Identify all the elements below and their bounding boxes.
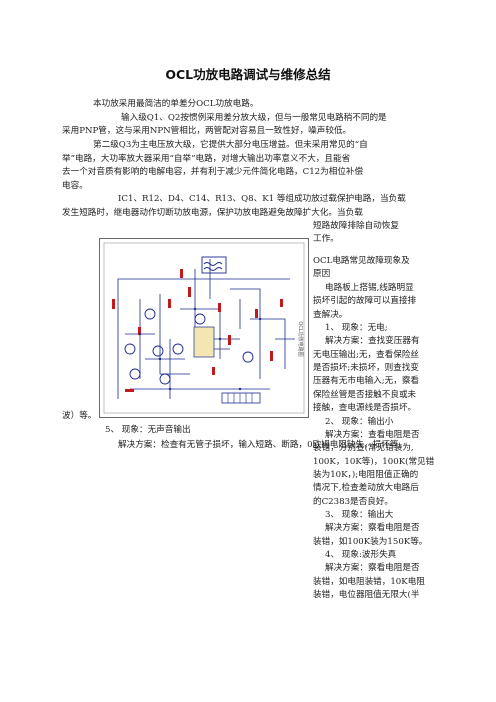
schematic-connector-pins (227, 393, 253, 403)
schematic-ic-block (193, 326, 215, 358)
fault-list-line: 装错，电位器阻值无限大(半 (313, 590, 420, 601)
para3-line1: IC1、R12、D4、C14、R13、Q8、K1 等组成功放过载保护电路，当负载 (118, 194, 406, 204)
fault-list-line: 2、 现象：输出小 (325, 416, 394, 427)
circuit-schematic: OCL功放电路图 (99, 238, 309, 418)
fault-list-line: 电路板上搭锡,线路明显 (325, 283, 414, 293)
fault-heading-line1: OCL电路常见故障现象及 (313, 256, 410, 266)
fault-list-line: 3、 现象：输出大 (325, 509, 394, 520)
schematic-parts (112, 269, 283, 392)
fault-list-line: 保险丝管是否接触不良或未 (313, 389, 417, 400)
para1-line1: 输入级Q1、Q2按惯例采用差分放大级，但与一般常见电路稍不同的是 (121, 113, 387, 123)
fault-list-line: 装为10K，);电阻阻值正确的 (313, 469, 419, 480)
para2-line4: 电容。 (62, 181, 88, 191)
schematic-transformer (201, 256, 227, 274)
bottom-line1: 波）等。 (62, 411, 97, 421)
schematic-connector (221, 392, 261, 404)
fault-list-line: 解决方案：查找变压器有 (325, 336, 420, 347)
fault-list-line: 解决方案：察看电阻是否 (325, 563, 420, 574)
para2-line2: 举”电路，大功率放大器采用“自举”电路，对增大输出功率意义不大，且能省 (62, 154, 351, 164)
schematic-vertical-label: OCL功放电路图 (297, 321, 304, 356)
fault-list-line: 的C2383是否良好。 (313, 496, 394, 507)
fault-list-line: 情况下,检查差动放大电路后 (313, 483, 419, 494)
schematic-transistors (124, 308, 254, 385)
para3-line3: 短路故障排除自动恢复 (313, 221, 399, 231)
fault-heading-line2: 原因 (313, 269, 331, 279)
para1-line2: 采用PNP管，这与采用NPN管相比，两管配对容易且一致性好，噪声较低。 (62, 126, 352, 136)
para3-line2: 发生短路时，继电器动作切断功放电源，保护功放电路避免故障扩大化。当负载 (62, 208, 363, 218)
fault-list-line: 是否损坏;未损坏，则查找变 (313, 363, 420, 374)
intro-text: 本功放采用最简洁的单差分OCL功放电路。 (93, 99, 259, 109)
fault-list-line: 接触，查电源线是否损坏。 (313, 403, 417, 414)
fault-list-line: 解决方案：察看电阻是否 (325, 523, 420, 534)
schematic-drawing: OCL功放电路图 (103, 242, 305, 414)
fault-list-line: 解决方案：查看电阻是否 (325, 429, 420, 440)
para2-line3: 去一个对音质有影响的电解电容，并有利于减少元件简化电路，C12为相位补偿 (62, 167, 364, 177)
para2-line1: 第二级Q3为主电压放大级，它提供大部分电压增益。但未采用常见的“自 (93, 140, 368, 150)
page-title: OCL功放电路调试与维修总结 (165, 67, 331, 82)
fault-list-line: 装错，如100K装为150K等。 (313, 536, 428, 547)
fault-list-line: 4、 现象:波形失真 (325, 550, 397, 560)
fault-list-line: 压器有无市电输入;无，察看 (313, 376, 420, 387)
schematic-junctions (138, 307, 262, 391)
fault-list-line: 查解决。 (313, 309, 348, 320)
bottom-line2: 5、 现象：无声音输出 (105, 425, 191, 435)
bottom-line3: 解决方案：检查有无管子损坏，输入短路、断路，0欧姆电阻缺失、损坏等。 (118, 440, 408, 450)
para3-line4: 工作。 (313, 234, 339, 244)
schematic-inner-frame (103, 242, 305, 414)
fault-list-line: 装错，如电阻装错，10K电阻 (313, 576, 425, 587)
fault-list-line: 1、 现象：无电; (325, 323, 388, 334)
fault-list-line: 100K，10K等)，100K(常见错 (313, 456, 435, 467)
fault-list-line: 装错，分别查(常见错装为, (313, 443, 414, 454)
fault-list-line: 损坏引起的故障可以直接排 (313, 296, 417, 307)
fault-list-line: 无电压输出;无，查看保险丝 (313, 349, 420, 360)
